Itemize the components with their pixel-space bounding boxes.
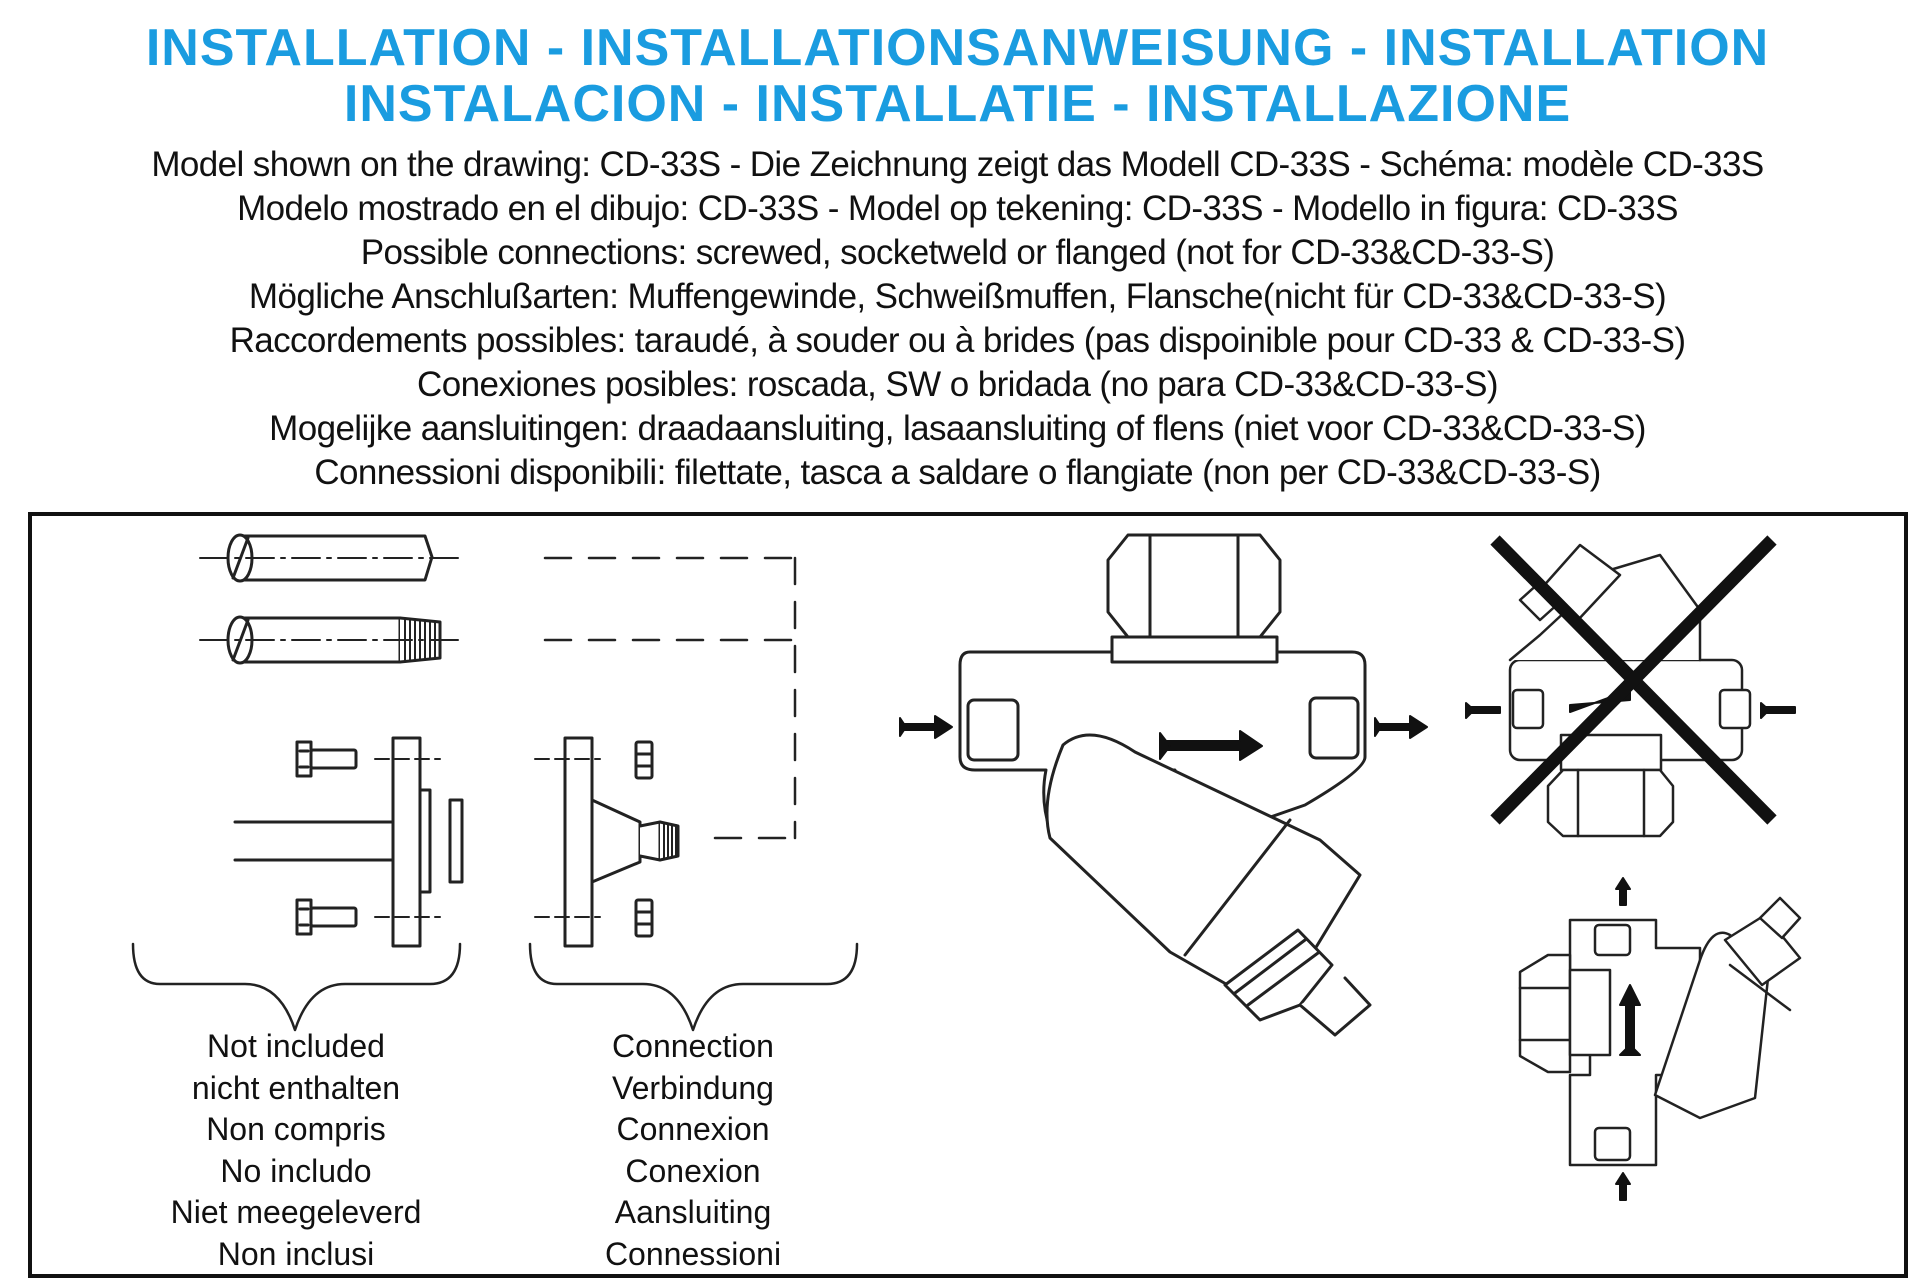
- caption-line: No includo: [220, 1152, 372, 1189]
- description-line: Mogelijke aansluitingen: draadaansluitin…: [269, 409, 1646, 448]
- nut-icon: [634, 740, 654, 780]
- description-line: Raccordements possibles: taraudé, à soud…: [229, 321, 1686, 360]
- flange-icon: [534, 736, 680, 948]
- steam-trap-icon: [958, 533, 1372, 1037]
- pipe-icon: [199, 533, 466, 583]
- caption-line: Not included: [207, 1028, 385, 1064]
- bolt-icon: [295, 740, 358, 778]
- caption-line: nicht enthalten: [191, 1069, 401, 1106]
- description-line: Model shown on the drawing: CD-33S - Die…: [151, 145, 1764, 184]
- title-line-2: INSTALACION - INSTALLATIE - INSTALLAZION…: [343, 75, 1572, 133]
- cross-mark-icon: [1490, 535, 1777, 825]
- installation-diagram-frame: [28, 512, 1908, 1278]
- caption-connection: Connection Verbindung Connexion Conexion…: [513, 1026, 873, 1275]
- description-line: Possible connections: screwed, socketwel…: [360, 233, 1555, 272]
- caption-line: Connessioni: [604, 1235, 782, 1272]
- flow-arrow-icon: [899, 715, 1428, 761]
- caption-line: Niet meegeleverd: [170, 1194, 422, 1230]
- threaded-pipe-icon: [199, 615, 466, 665]
- description-line: Conexiones posibles: roscada, SW o brida…: [417, 365, 1499, 404]
- caption-line: Conexion: [625, 1152, 761, 1189]
- caption-line: Aansluiting: [614, 1194, 772, 1230]
- caption-line: Connection: [612, 1028, 774, 1064]
- brace-connection: [528, 942, 859, 1032]
- description-line: Connessioni disponibili: filettate, tasc…: [314, 453, 1601, 492]
- nut-icon: [634, 898, 654, 938]
- brace-not-included: [131, 942, 462, 1032]
- flow-arrow-icon: [1615, 877, 1641, 1201]
- steam-trap-icon: [1518, 896, 1802, 1167]
- caption-not-included: Not included nicht enthalten Non compris…: [116, 1026, 476, 1275]
- caption-line: Non compris: [206, 1111, 386, 1147]
- caption-line: Connexion: [616, 1111, 770, 1147]
- caption-line: Non inclusi: [217, 1235, 375, 1272]
- description-line: Modelo mostrado en el dibujo: CD-33S - M…: [237, 189, 1678, 228]
- caption-line: Verbindung: [612, 1069, 774, 1106]
- title-line-1: INSTALLATION - INSTALLATIONSANWEISUNG - …: [145, 19, 1770, 77]
- bolt-icon: [295, 898, 358, 936]
- connection-dashed-guides: [543, 556, 797, 840]
- description-line: Mögliche Anschlußarten: Muffengewinde, S…: [248, 277, 1667, 316]
- flange-icon: [233, 736, 464, 948]
